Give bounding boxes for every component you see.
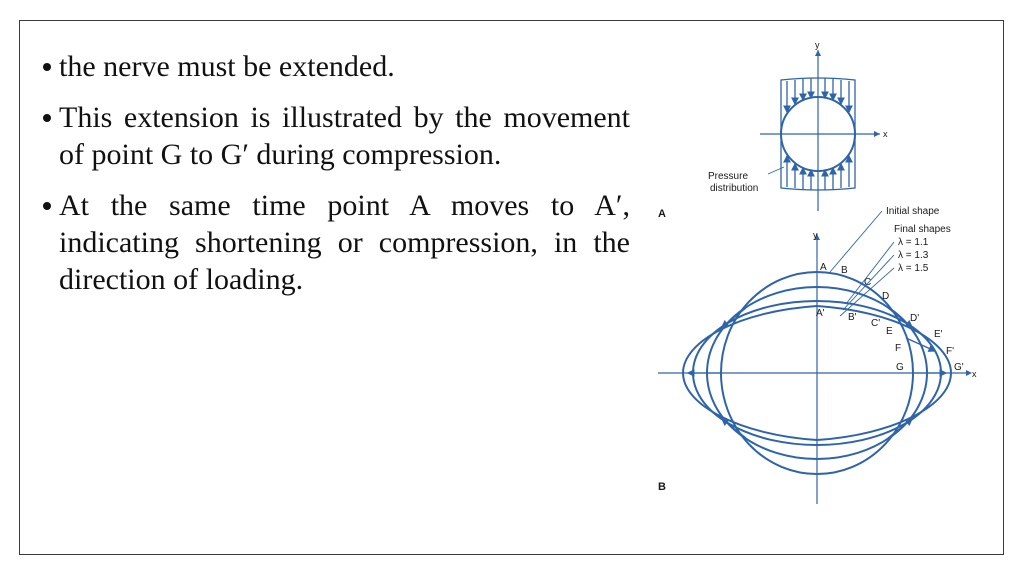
panel-a-x-label: x [883,129,888,139]
lambda-label-3: λ = 1.5 [898,263,929,274]
bullet-text: This extension is illustrated by the mov… [59,101,630,171]
pressure-label-line2: distribution [710,183,758,194]
bullet-item: At the same time point A moves to A′, in… [40,187,630,298]
pressure-top-box [780,77,856,134]
point-label-g-prime: G' [954,362,964,373]
pressure-arrows-bottom [783,154,853,190]
bullet-dot [43,202,51,210]
final-shape-curve-3 [681,304,953,442]
panel-a-y-label: y [815,40,820,50]
bullet-text: the nerve must be extended. [59,50,395,83]
bullet-dot [43,63,51,71]
final-shapes-label: Final shapes [894,224,951,235]
point-label-a: A [820,262,827,273]
panel-b: y x A B C D E F [658,206,977,504]
point-label-g: G [896,362,904,373]
bullet-list: the nerve must be extended. This extensi… [40,48,630,312]
nerve-deformation-figure: y x [650,36,990,506]
lambda-label-1: λ = 1.1 [898,237,929,248]
panel-b-x-label: x [972,369,977,379]
point-label-e: E [886,326,893,337]
bullet-item: the nerve must be extended. [40,48,630,85]
point-label-f-prime: F' [946,346,954,357]
figure-svg: y x [658,40,977,504]
pressure-bottom-box [780,134,856,191]
panel-b-y-label: y [813,230,818,240]
bullet-dot [43,114,51,122]
bullet-text: At the same time point A moves to A′, in… [59,189,630,296]
lambda-label-2: λ = 1.3 [898,250,929,261]
panel-a-label: A [658,208,666,220]
pressure-arrows-top [783,78,853,114]
panel-b-label: B [658,481,666,493]
panel-a-circle [780,96,856,172]
point-label-b-prime: B' [848,312,857,323]
panel-a: y x [658,40,888,220]
slide-frame [19,20,1004,555]
initial-shape-label: Initial shape [886,206,940,217]
point-label-e-prime: E' [934,329,943,340]
point-label-c-prime: C' [871,318,880,329]
bullet-item: This extension is illustrated by the mov… [40,99,630,173]
point-label-c: C [864,277,871,288]
displacement-arrows [686,307,948,439]
pressure-label-line1: Pressure [708,171,748,182]
point-label-f: F [895,343,901,354]
point-label-d-prime: D' [910,313,919,324]
point-label-b: B [841,265,848,276]
point-label-d: D [882,291,889,302]
point-label-a-prime: A' [816,308,825,319]
